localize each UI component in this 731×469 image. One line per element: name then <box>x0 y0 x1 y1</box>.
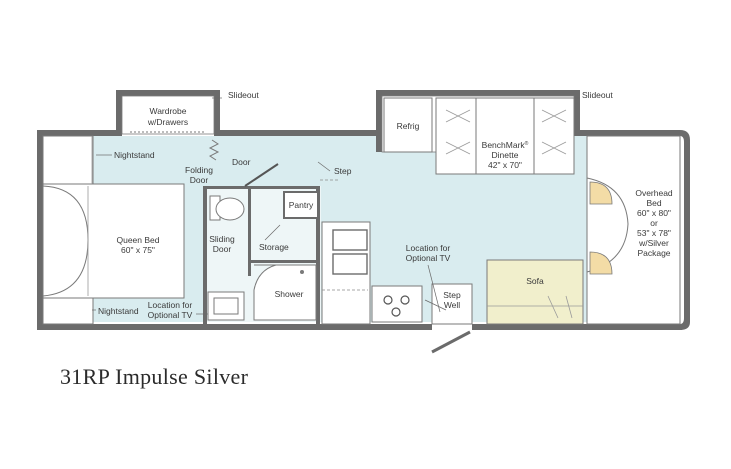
label-step-well-1: Step <box>443 290 461 300</box>
bath-sink <box>207 291 245 321</box>
label-tv-bath-2: Optional TV <box>148 310 193 320</box>
shower <box>253 264 317 321</box>
label-shower: Shower <box>275 289 304 299</box>
leader-lines <box>92 97 580 315</box>
nightstand-bottom <box>42 297 94 325</box>
label-overhead-6: w/Silver <box>638 238 669 248</box>
label-folding-door-1: Folding <box>185 165 213 175</box>
refrigerator <box>383 97 433 153</box>
label-nightstand-top: Nightstand <box>114 150 155 160</box>
label-overhead-7: Package <box>637 248 670 258</box>
label-overhead-5: 53" x 78" <box>637 228 671 238</box>
label-step-well-2: Well <box>444 300 460 310</box>
kitchen-counter <box>321 221 423 325</box>
bath-walls <box>203 186 320 324</box>
label-tv-main-1: Location for <box>406 243 451 253</box>
label-sliding-door-2: Door <box>213 244 232 254</box>
toilet <box>209 195 245 221</box>
label-pantry: Pantry <box>289 200 314 210</box>
cab-area <box>586 135 681 325</box>
label-queen-bed-2: 60" x 75" <box>121 245 155 255</box>
cab-seat-top <box>589 181 613 205</box>
label-wardrobe-1: Wardrobe <box>149 106 186 116</box>
cab-seat-bottom <box>589 251 613 275</box>
label-wardrobe-2: w/Drawers <box>147 117 188 127</box>
label-step: Step <box>334 166 352 176</box>
nightstand-top <box>42 135 94 185</box>
label-overhead-4: or <box>650 218 658 228</box>
dinette <box>435 97 575 175</box>
label-sofa: Sofa <box>526 276 544 286</box>
label-slideout-left: Slideout <box>228 90 259 100</box>
sofa <box>486 259 584 325</box>
label-sliding-door-1: Sliding <box>209 234 235 244</box>
entry-door <box>431 330 471 354</box>
exterior-walls <box>37 130 690 330</box>
folding-door <box>208 139 220 161</box>
label-dinette-2: Dinette <box>492 150 519 160</box>
step-well <box>431 283 473 325</box>
label-nightstand-bottom: Nightstand <box>98 306 139 316</box>
label-queen-bed-1: Queen Bed <box>116 235 159 245</box>
label-overhead-1: Overhead <box>635 188 673 198</box>
label-folding-door-2: Door <box>190 175 209 185</box>
label-overhead-3: 60" x 80" <box>637 208 671 218</box>
label-tv-main-2: Optional TV <box>406 253 451 263</box>
label-tv-bath-1: Location for <box>148 300 193 310</box>
label-dinette-1: BenchMark® <box>482 140 529 150</box>
label-slideout-right: Slideout <box>582 90 613 100</box>
pantry <box>283 191 319 219</box>
queen-bed <box>42 183 185 299</box>
label-refrig: Refrig <box>397 121 420 131</box>
label-door: Door <box>232 157 251 167</box>
model-title: 31RP Impulse Silver <box>60 364 249 389</box>
wardrobe-slideout <box>116 90 220 136</box>
label-storage: Storage <box>259 242 289 252</box>
label-overhead-2: Bed <box>646 198 661 208</box>
door-swing <box>244 163 279 187</box>
label-dinette-3: 42" x 70" <box>488 160 522 170</box>
